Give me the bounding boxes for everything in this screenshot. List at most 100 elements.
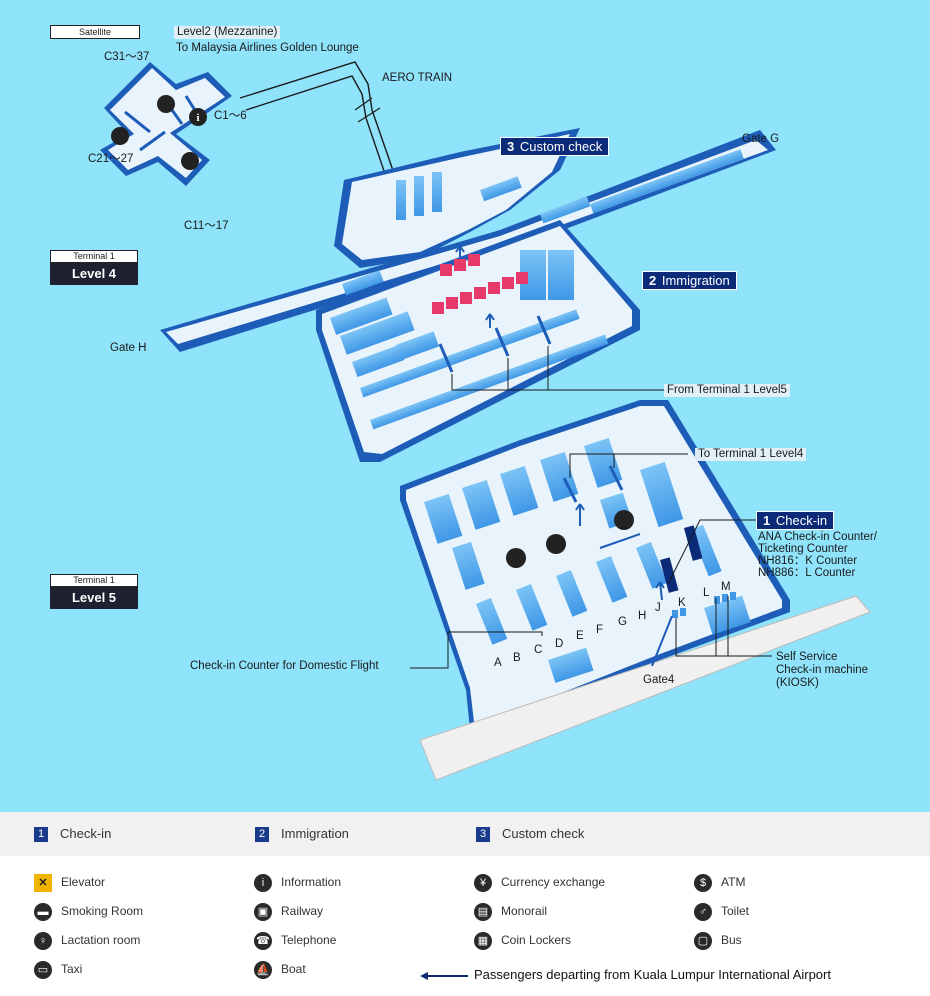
terminal-level4-tag: Terminal 1 Level 4 [50, 250, 138, 285]
checkin-callout: 1 Check-in [756, 511, 835, 530]
legend-item-bus: ▢ Bus [694, 930, 742, 950]
satellite-building: i [100, 62, 232, 186]
kiosk-label: (KIOSK) [776, 677, 819, 689]
nh886-label: NH886：L Counter [758, 567, 856, 579]
legend-item-smoking: ▬Smoking Room [34, 901, 143, 921]
gates-c11-17-label: C11～17 [184, 220, 229, 232]
to-terminal1-level4-label: To Terminal 1 Level4 [695, 448, 807, 461]
mezzanine-label: Level2 (Mezzanine) [174, 26, 281, 39]
callout-number: 2 [649, 273, 657, 288]
terminal-tag-top: Terminal 1 [50, 250, 138, 263]
gate4-label: Gate4 [643, 674, 675, 686]
callout-label: Immigration [661, 273, 730, 288]
legend-item-boat: ⛵ Boat [254, 959, 306, 979]
aero-train-label: AERO TRAIN [382, 72, 453, 84]
counter-label: M [721, 581, 731, 593]
step-number: 3 [476, 827, 490, 843]
nh816-label: NH816：K Counter [758, 555, 858, 567]
currency-exchange-icon [111, 127, 129, 145]
satellite-tag: Satellite [50, 25, 140, 39]
counter-label: E [576, 630, 584, 642]
legend-item-railway: ▣ Railway [254, 901, 323, 921]
railway-icon: ▣ [254, 902, 272, 921]
arrow-left-icon [420, 971, 468, 980]
step-label: Custom check [502, 826, 585, 841]
legend-label: Smoking Room [61, 904, 144, 918]
counter-label: K [678, 597, 686, 609]
legend-steps: 1 Check-in 2 Immigration 3 Custom check [0, 812, 930, 856]
callout-number: 1 [763, 513, 771, 528]
gates-c31-37-label: C31～37 [104, 51, 150, 63]
airport-map: i [0, 0, 930, 812]
gates-c1-6-label: C1～6 [214, 110, 247, 122]
information-icon: i [254, 873, 272, 892]
legend-step-custom: 3 Custom check [476, 825, 584, 843]
counter-label: B [513, 652, 521, 664]
legend-label: Coin Lockers [501, 933, 572, 947]
step-label: Check-in [60, 826, 112, 841]
toilet-icon [614, 510, 634, 530]
counter-label: L [703, 587, 710, 599]
coin-lockers-icon: ▦ [474, 931, 492, 950]
counter-label: G [618, 616, 627, 628]
svg-text:i: i [196, 112, 199, 124]
legend: 1 Check-in 2 Immigration 3 Custom check ✕ El… [0, 812, 930, 996]
currency-exchange-icon: ¥ [474, 873, 492, 892]
callout-label: Custom check [519, 139, 603, 154]
legend-label: Bus [721, 933, 742, 947]
boat-icon: ⛵ [254, 960, 272, 979]
step-number: 2 [255, 827, 269, 843]
map-drawing: i [100, 61, 871, 781]
legend-item-currency: ¥ Currency exchange [474, 872, 605, 892]
legend-label: Telephone [281, 933, 337, 947]
legend-label: Information [281, 875, 342, 889]
legend-step-checkin: 1 Check-in [34, 825, 111, 843]
departing-passengers-note: Passengers departing from Kuala Lumpur I… [420, 966, 831, 984]
aero-train-track [239, 61, 407, 213]
elevator-icon: ✕ [34, 873, 52, 892]
legend-item-lactation: ♀ Lactation room [34, 930, 140, 950]
customs-checkpoints [440, 254, 480, 276]
legend-label: Currency exchange [501, 875, 606, 889]
legend-label: Railway [281, 904, 324, 918]
step-label: Immigration [281, 826, 349, 841]
information-icon [189, 108, 207, 126]
taxi-icon: ▭ [34, 960, 52, 979]
terminal-level5 [400, 400, 871, 781]
terminal-level5-tag: Terminal 1 Level 5 [50, 574, 138, 609]
legend-label: ATM [721, 875, 746, 889]
ana-ticketing-label: Ticketing Counter [758, 543, 848, 555]
golden-lounge-label: To Malaysia Airlines Golden Lounge [176, 42, 359, 54]
bus-icon: ▢ [694, 931, 712, 950]
terminal-tag-top: Terminal 1 [50, 574, 138, 587]
counter-label: D [555, 638, 564, 650]
custom-check-callout: 3 Custom check [500, 137, 610, 156]
counter-label: H [638, 610, 647, 622]
callout-number: 3 [507, 139, 515, 154]
counter-label: C [534, 644, 543, 656]
immigration-checkpoints [432, 272, 528, 314]
currency-exchange-icon [546, 534, 566, 554]
lactation-room-icon: ♀ [34, 931, 52, 950]
legend-item-coin-lockers: ▦ Coin Lockers [474, 930, 571, 950]
checkin-machine-label: Check-in machine [776, 664, 869, 676]
gate-g-label: Gate G [742, 133, 780, 145]
legend-label: Monorail [501, 904, 548, 918]
immigration-callout: 2 Immigration [642, 271, 737, 290]
monorail-icon: ▤ [474, 902, 492, 921]
self-service-label: Self Service [776, 651, 838, 663]
step-number: 1 [34, 827, 48, 843]
legend-label: Elevator [61, 875, 106, 889]
callout-label: Check-in [775, 513, 828, 528]
ana-checkin-label: ANA Check-in Counter/ [758, 531, 877, 543]
legend-label: Boat [281, 962, 306, 976]
legend-item-information: i Information [254, 872, 341, 892]
legend-label: Lactation room [61, 933, 141, 947]
domestic-checkin-label: Check-in Counter for Domestic Flight [190, 660, 379, 672]
gates-c21-27-label: C21～27 [88, 153, 134, 165]
legend-item-toilet: ♂Toilet [694, 901, 749, 921]
counter-label: J [655, 602, 661, 614]
toilet-icon: ♂ [694, 902, 712, 921]
departing-note-text: Passengers departing from Kuala Lumpur I… [474, 967, 831, 982]
terminal-tag-level: Level 4 [50, 263, 138, 285]
